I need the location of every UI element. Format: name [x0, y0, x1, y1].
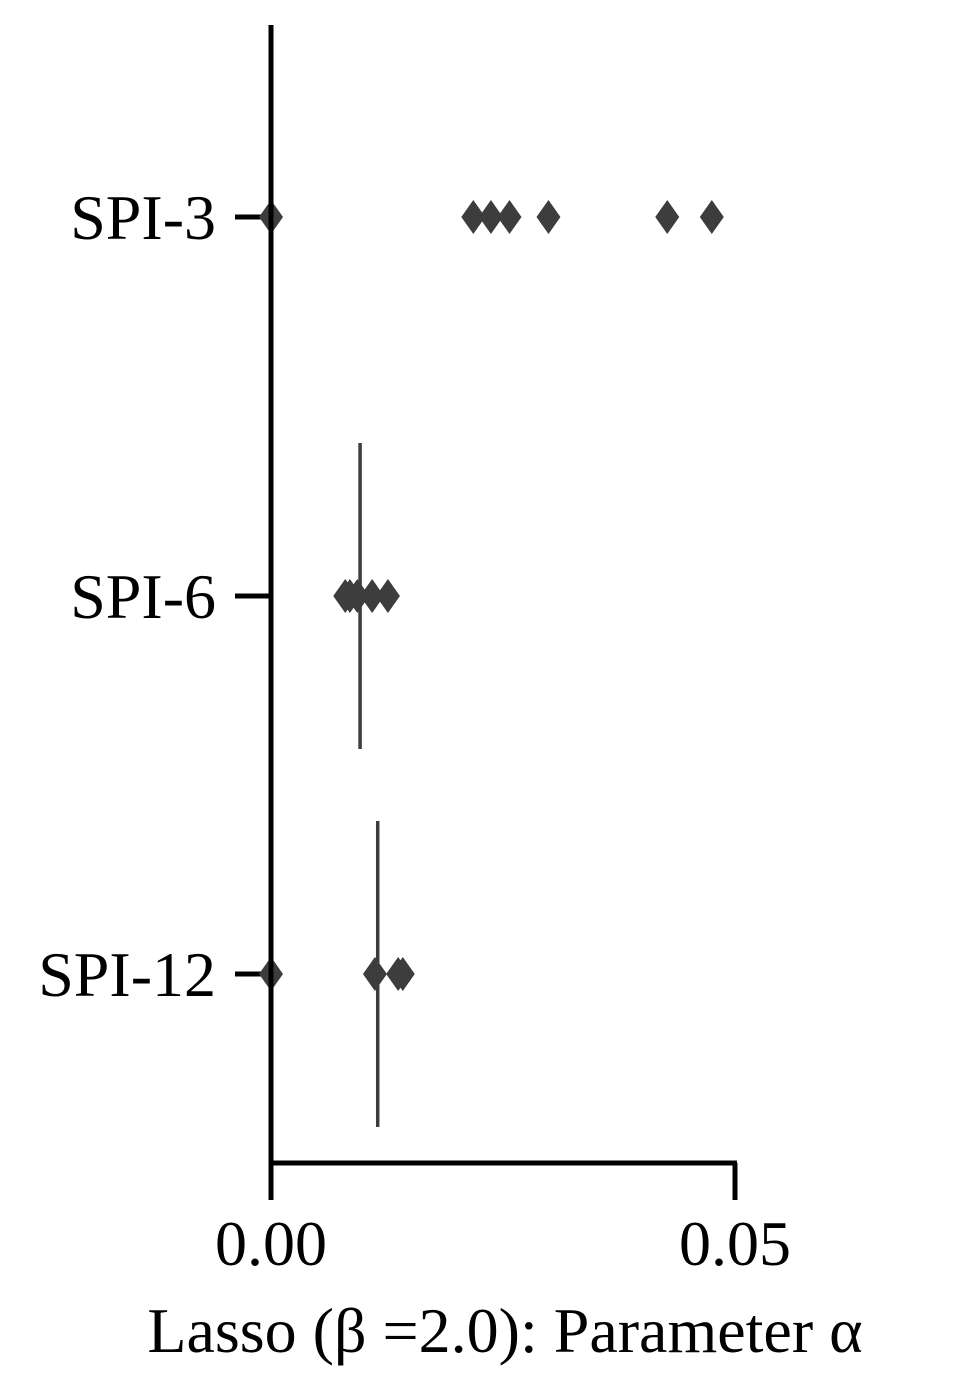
outlier-point — [699, 200, 724, 234]
box-spi-6 — [333, 443, 400, 749]
outlier-point — [536, 200, 561, 234]
x-axis-title: Lasso (β =2.0): Parameter α — [147, 1295, 862, 1366]
box-marks — [259, 200, 724, 1127]
x-tick-label: 0.00 — [215, 1208, 327, 1279]
outlier-point — [375, 579, 400, 613]
outlier-point — [478, 200, 503, 234]
x-tick-label: 0.05 — [679, 1208, 791, 1279]
box-spi-3 — [259, 200, 724, 234]
y-tick-label: SPI-6 — [70, 561, 216, 632]
outlier-point — [461, 200, 486, 234]
outlier-point — [390, 957, 415, 991]
y-tick-label: SPI-12 — [38, 939, 216, 1010]
outlier-point — [362, 957, 387, 991]
outlier-point — [360, 579, 385, 613]
box-spi-12 — [259, 821, 415, 1127]
outlier-point — [655, 200, 680, 234]
x-ticks: 0.00 0.05 — [215, 1163, 791, 1279]
outlier-point — [345, 579, 370, 613]
y-tick-label: SPI-3 — [70, 182, 216, 253]
outlier-point — [497, 200, 522, 234]
axes — [268, 25, 737, 1166]
